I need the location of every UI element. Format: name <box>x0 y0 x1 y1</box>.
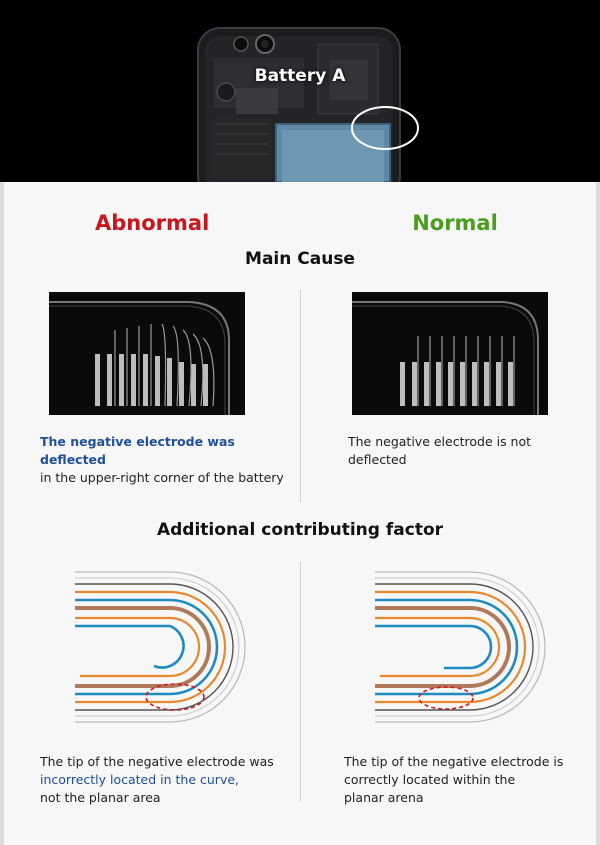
abnormal-electrode-xray <box>49 292 245 415</box>
column-divider-top <box>300 290 301 502</box>
abnormal-electrode-illustration <box>49 301 230 415</box>
column-divider-bottom <box>300 562 301 802</box>
abnormal-main-caption-highlight: The negative electrode was deflected <box>40 434 235 467</box>
normal-jellyroll-diagram <box>375 571 546 723</box>
phone-internals-illustration <box>197 27 419 182</box>
abnormal-additional-line1: The tip of the negative electrode was <box>40 754 274 769</box>
main-cause-title: Main Cause <box>245 249 355 269</box>
abnormal-main-caption-rest: in the upper-right corner of the battery <box>40 470 284 485</box>
abnormal-additional-line3: not the planar area <box>40 790 161 805</box>
normal-main-caption: The negative electrode is not deflected <box>348 434 532 467</box>
abnormal-additional-caption: The tip of the negative electrode was in… <box>40 753 290 807</box>
normal-electrode-illustration <box>352 301 539 415</box>
frame-left <box>0 182 4 845</box>
abnormal-main-caption: The negative electrode was deflected in … <box>40 433 290 487</box>
normal-additional-line2: correctly located within the <box>344 772 516 787</box>
additional-factor-title: Additional contributing factor <box>156 520 444 540</box>
normal-additional-caption: The tip of the negative electrode is cor… <box>344 753 584 807</box>
abnormal-heading: Abnormal <box>95 211 210 235</box>
battery-title: Battery A <box>254 66 346 86</box>
header-photo: Battery A <box>0 0 600 182</box>
abnormal-additional-highlight: incorrectly located in the curve, <box>40 772 240 787</box>
normal-electrode-xray <box>352 292 548 415</box>
abnormal-jellyroll-diagram <box>75 571 246 723</box>
normal-heading: Normal <box>412 211 498 235</box>
normal-additional-line1: The tip of the negative electrode is <box>344 754 564 769</box>
frame-right <box>596 182 600 845</box>
normal-additional-line3: planar arena <box>344 790 424 805</box>
